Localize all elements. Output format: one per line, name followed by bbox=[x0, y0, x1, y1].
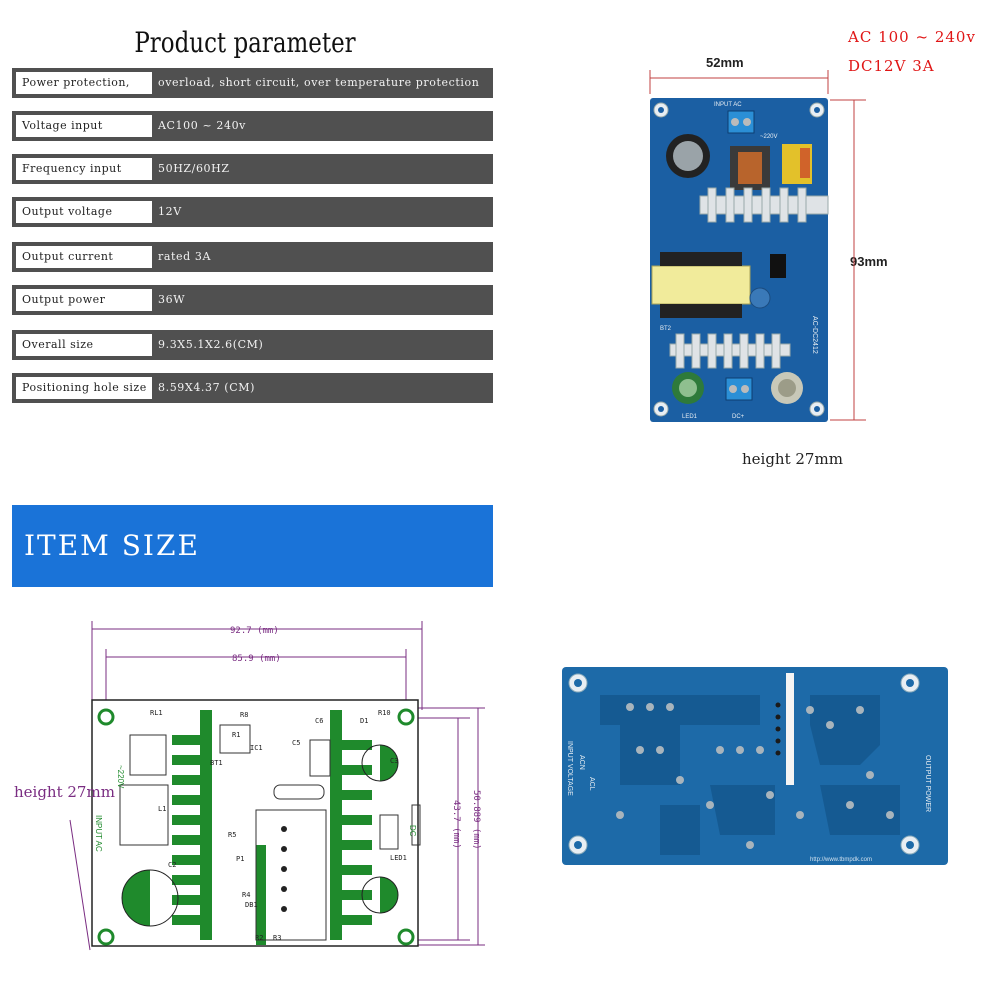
param-value: 36W bbox=[158, 293, 186, 306]
output-terminal bbox=[725, 377, 753, 401]
param-row: Output voltage 12V bbox=[12, 197, 493, 227]
length-label: 93mm bbox=[850, 254, 888, 269]
part-label: R1 bbox=[232, 731, 240, 739]
layout-height-label: height 27mm bbox=[14, 783, 115, 801]
bottom-url-label: http://www.tbmpdk.com bbox=[810, 857, 872, 863]
pcb-top-photo: INPUT AC ~220V AC-DC2412 BT2 LED1 DC+ bbox=[649, 70, 866, 422]
param-row: Frequency input 50HZ/60HZ bbox=[12, 154, 493, 184]
param-value: overload, short circuit, over temperatur… bbox=[158, 76, 480, 89]
bottom-acl-label: ACL bbox=[588, 777, 595, 791]
param-value: 9.3X5.1X2.6(CM) bbox=[158, 338, 264, 351]
board-input-label: INPUT AC bbox=[714, 102, 742, 108]
board-220v-label: ~220V bbox=[760, 134, 778, 140]
spec-output: DC12V 3A bbox=[848, 57, 935, 75]
param-value: rated 3A bbox=[158, 250, 212, 263]
bottom-input-label: INPUT VOLTAGE bbox=[566, 741, 573, 796]
dim-outer-label: 92.7 (mm) bbox=[230, 626, 279, 636]
part-label: C2 bbox=[168, 861, 176, 869]
dim-inner-label: 85.9 (mm) bbox=[232, 654, 281, 664]
part-label: P1 bbox=[236, 855, 244, 863]
part-label: C6 bbox=[315, 717, 323, 725]
param-value: 8.59X4.37 (CM) bbox=[158, 381, 255, 394]
param-label: Overall size bbox=[16, 334, 152, 356]
param-value: AC100 ~ 240v bbox=[158, 119, 246, 132]
layout-traces bbox=[122, 710, 398, 945]
part-label: R4 bbox=[242, 891, 250, 899]
dim-height-inner-label: 43.7 (mm) bbox=[451, 800, 461, 849]
width-label: 52mm bbox=[706, 55, 744, 70]
dim-height-outer-label: 50.889 (mm) bbox=[471, 790, 481, 850]
params-title: Product parameter bbox=[134, 26, 356, 59]
param-label: Output current bbox=[16, 246, 152, 268]
layout-dc-label: DC bbox=[408, 825, 417, 837]
isolation-slot bbox=[786, 673, 794, 785]
part-label: R10 bbox=[378, 709, 391, 717]
bottom-output-label: OUTPUT POWER bbox=[924, 755, 931, 812]
part-label: BT1 bbox=[210, 759, 223, 767]
param-value: 12V bbox=[158, 205, 182, 218]
pcb-bottom-photo: INPUT VOLTAGE ACN ACL OUTPUT POWER http:… bbox=[562, 667, 948, 865]
transformer bbox=[651, 265, 751, 305]
part-label: DB1 bbox=[245, 901, 258, 909]
param-value: 50HZ/60HZ bbox=[158, 162, 230, 175]
board-dc-label: DC+ bbox=[732, 414, 745, 420]
param-row: Power protection, overload, short circuit… bbox=[12, 68, 493, 98]
part-label: R2 bbox=[255, 934, 263, 942]
part-label: R3 bbox=[273, 934, 281, 942]
board-model-label: AC-DC2412 bbox=[811, 316, 818, 354]
part-label: L1 bbox=[158, 805, 166, 813]
copper-traces bbox=[600, 695, 900, 855]
heatsink-bottom bbox=[669, 333, 791, 369]
param-row: Output power 36W bbox=[12, 285, 493, 315]
param-row: Positioning hole size 8.59X4.37 (CM) bbox=[12, 373, 493, 403]
part-label: R8 bbox=[240, 711, 248, 719]
board-bt2-label: BT2 bbox=[660, 326, 672, 332]
part-label: D1 bbox=[360, 717, 368, 725]
spec-input: AC 100 ~ 240v bbox=[848, 28, 976, 46]
heatsink-top bbox=[699, 187, 829, 223]
height-label: height 27mm bbox=[742, 450, 843, 468]
param-row: Overall size 9.3X5.1X2.6(CM) bbox=[12, 330, 493, 360]
part-label: C3 bbox=[390, 757, 398, 765]
param-label: Frequency input bbox=[16, 158, 152, 180]
layout-input-label: INPUT AC bbox=[94, 815, 103, 852]
param-label: Output voltage bbox=[16, 201, 152, 223]
board-led-label: LED1 bbox=[682, 414, 698, 420]
part-label: C5 bbox=[292, 739, 300, 747]
part-label: RL1 bbox=[150, 709, 163, 717]
input-terminal bbox=[727, 110, 755, 134]
ic-chip bbox=[770, 254, 786, 278]
part-label: R5 bbox=[228, 831, 236, 839]
layout-220v-label: ~220V bbox=[116, 765, 125, 789]
param-label: Power protection, bbox=[16, 72, 152, 94]
param-label: Voltage input bbox=[16, 115, 152, 137]
param-label: Positioning hole size bbox=[16, 377, 152, 399]
param-label: Output power bbox=[16, 289, 152, 311]
part-label: LED1 bbox=[390, 854, 407, 862]
item-size-banner: ITEM SIZE bbox=[12, 505, 493, 587]
bottom-acn-label: ACN bbox=[578, 755, 585, 770]
param-row: Voltage input AC100 ~ 240v bbox=[12, 111, 493, 141]
item-size-title: ITEM SIZE bbox=[24, 529, 200, 562]
part-label: IC1 bbox=[250, 744, 263, 752]
param-row: Output current rated 3A bbox=[12, 242, 493, 272]
